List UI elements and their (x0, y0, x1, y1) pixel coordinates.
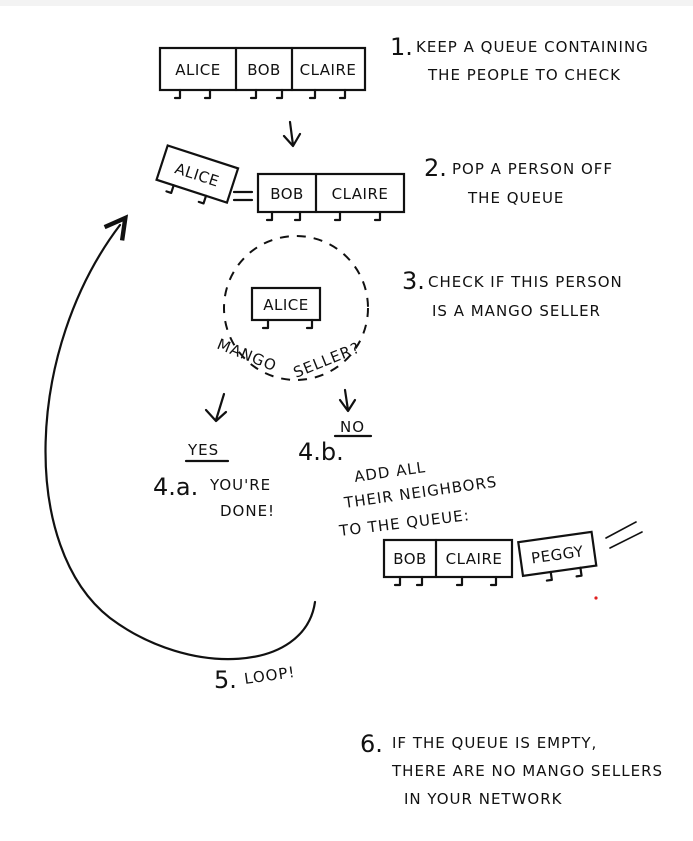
queue-item-claire: CLAIRE (446, 550, 503, 568)
step-4a-line1: YOU'RE (209, 476, 271, 494)
step-6-number: 6. (360, 730, 383, 758)
step-4a-line2: DONE! (220, 502, 275, 520)
step-1-note: 1. KEEP A QUEUE CONTAINING THE PEOPLE TO… (390, 33, 649, 84)
step-1-line1: KEEP A QUEUE CONTAINING (416, 38, 649, 56)
new-person-feet (545, 566, 583, 582)
step-4b-number: 4.b. (298, 438, 344, 466)
arrow-down-right-icon (338, 388, 357, 413)
checked-box (250, 286, 322, 322)
no-label: NO (340, 418, 365, 436)
popped-feet (165, 184, 208, 205)
step-6-note: 6. IF THE QUEUE IS EMPTY, THERE ARE NO M… (360, 730, 663, 808)
step-1-line2: THE PEOPLE TO CHECK (427, 66, 621, 84)
new-person: PEGGY (517, 530, 598, 582)
queue-box (158, 46, 367, 92)
thought-bubble (223, 235, 369, 381)
step-4b-line1: ADD ALL (353, 458, 427, 486)
queue-item-alice: ALICE (175, 61, 221, 79)
queue-feet (173, 88, 347, 100)
queue-feet (393, 575, 498, 587)
queue-after-pop: BOB CLAIRE (256, 172, 406, 222)
step-3-line1: CHECK IF THIS PERSON (428, 273, 623, 291)
arrow-down-left-icon (204, 392, 228, 423)
queue-item-claire: CLAIRE (332, 185, 389, 203)
step-1-number: 1. (390, 33, 413, 61)
step-2-number: 2. (424, 154, 447, 182)
queue-feet (265, 210, 382, 222)
queue-initial: ALICE BOB CLAIRE (158, 46, 367, 100)
step-3-note: 3. CHECK IF THIS PERSON IS A MANGO SELLE… (402, 267, 623, 320)
popped-person: ALICE (155, 144, 240, 205)
step-3-number: 3. (402, 267, 425, 295)
question-part2: SELLER? (291, 339, 363, 382)
queue-box (382, 538, 514, 579)
queue-final: BOB CLAIRE PEGGY (382, 521, 643, 587)
step-4a: YES 4.a. YOU'RE DONE! (153, 441, 275, 520)
popped-box (155, 144, 240, 204)
ink-dot (594, 596, 598, 600)
top-strip (0, 0, 693, 6)
loop-arrow-icon (44, 225, 317, 661)
motion-lines (605, 521, 643, 549)
step-6-line2: THERE ARE NO MANGO SELLERS (391, 762, 663, 780)
step-3-line2: IS A MANGO SELLER (432, 302, 601, 320)
question-part1: MANGO (215, 335, 280, 375)
step-2-line2: THE QUEUE (467, 189, 564, 207)
step-6-line1: IF THE QUEUE IS EMPTY, (392, 734, 597, 752)
step-5-number: 5. (214, 666, 237, 694)
yes-label: YES (187, 441, 219, 459)
checked-person: ALICE (250, 286, 322, 330)
queue-item-bob: BOB (270, 185, 304, 203)
checked-name: ALICE (263, 296, 309, 314)
step-4b: NO 4.b. ADD ALL THEIR NEIGHBORS TO THE Q… (298, 418, 498, 540)
step-6-line3: IN YOUR NETWORK (404, 790, 563, 808)
queue-item-bob: BOB (393, 550, 427, 568)
step-2-line1: POP A PERSON OFF (452, 160, 613, 178)
arrow-down-icon (282, 120, 302, 148)
step-5-note: 5. LOOP! (214, 663, 297, 694)
step-2-note: 2. POP A PERSON OFF THE QUEUE (424, 154, 613, 207)
queue-box (256, 172, 406, 214)
new-person-box (517, 530, 598, 578)
queue-item-bob: BOB (247, 61, 281, 79)
step-4b-line3: TO THE QUEUE: (337, 506, 470, 540)
step-5-text: LOOP! (243, 663, 297, 688)
equals-sign (232, 190, 254, 202)
checked-feet (261, 318, 314, 330)
step-4a-number: 4.a. (153, 473, 198, 501)
queue-item-claire: CLAIRE (300, 61, 357, 79)
